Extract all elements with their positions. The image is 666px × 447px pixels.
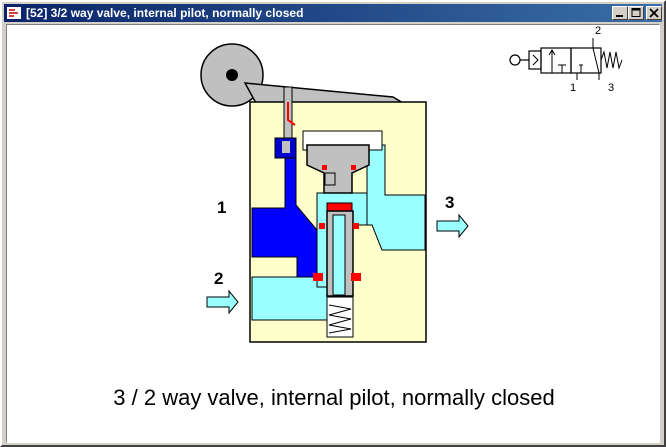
title-bar[interactable]: [52] 3/2 way valve, internal pilot, norm… — [4, 4, 662, 22]
minimize-button[interactable] — [612, 6, 628, 20]
symbol-label-2: 2 — [595, 25, 602, 37]
minimize-icon — [616, 15, 623, 17]
window-title: [52] 3/2 way valve, internal pilot, norm… — [26, 6, 304, 20]
valve-symbol — [509, 38, 623, 80]
piston — [306, 144, 370, 194]
close-button[interactable] — [646, 6, 662, 20]
symbol-label-1: 1 — [570, 82, 577, 94]
port-label-3: 3 — [445, 193, 455, 212]
diagram-caption: 3 / 2 way valve, internal pilot, normall… — [113, 385, 555, 410]
app-icon — [7, 7, 21, 19]
close-icon — [649, 8, 659, 18]
exhaust-channel-right — [366, 144, 426, 251]
port-label-1: 1 — [217, 198, 227, 217]
maximize-icon — [631, 8, 641, 17]
symbol-label-3: 3 — [608, 82, 615, 94]
diagram-area: 2 1 3 1 2 3 3 / 2 way valve, internal pi… — [6, 24, 660, 443]
maximize-button[interactable] — [628, 6, 644, 20]
port2-arrow — [206, 289, 239, 315]
port3-arrow — [436, 213, 469, 239]
valve-cross-section — [200, 43, 469, 343]
port-label-2: 2 — [214, 269, 224, 288]
seat-seal — [326, 202, 353, 212]
